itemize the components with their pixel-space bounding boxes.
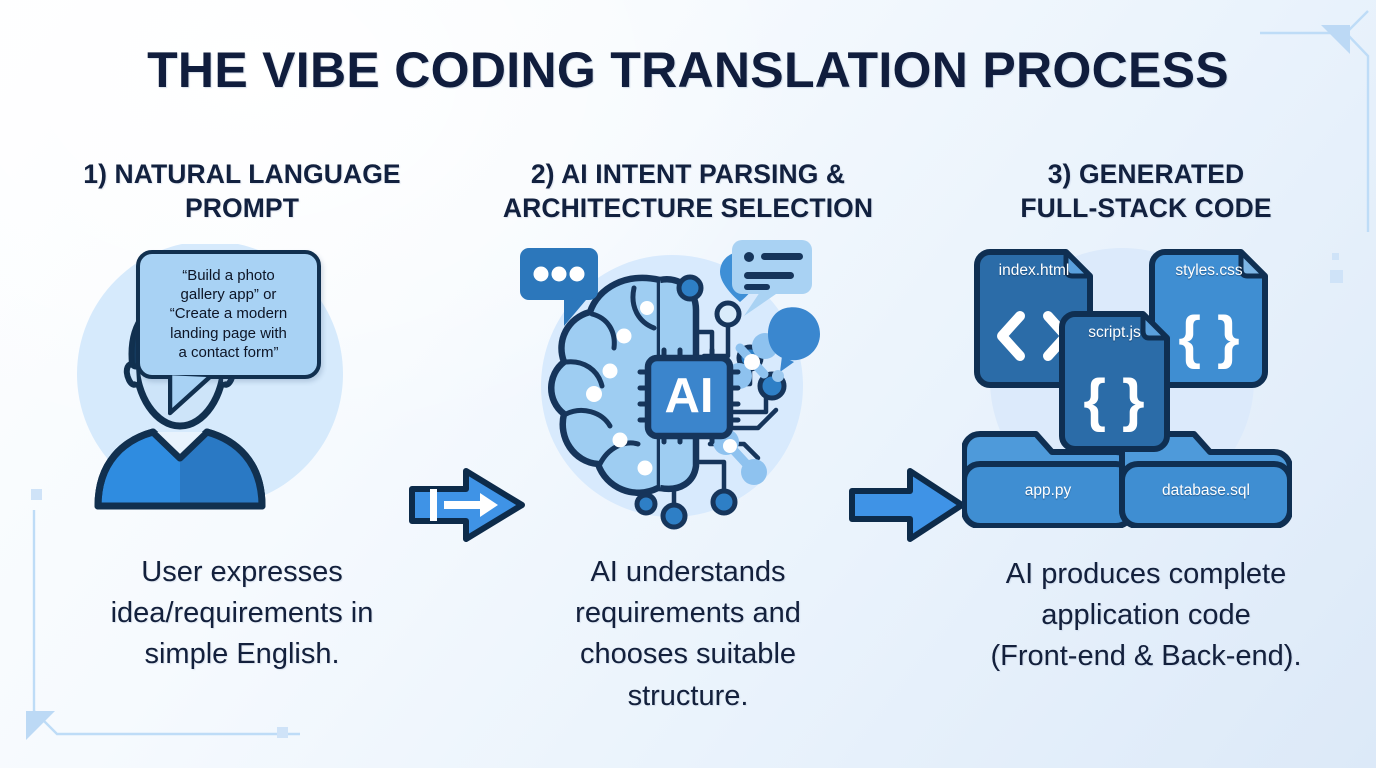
file-label-database-sql: database.sql xyxy=(1162,482,1250,499)
prompt-line-2: gallery app” or xyxy=(180,286,277,304)
page-title: THE VIBE CODING TRANSLATION PROCESS xyxy=(0,44,1376,97)
ai-chip-label: AI xyxy=(665,369,714,423)
step-2-caption-line-3: chooses suitable xyxy=(579,638,797,671)
step-3-caption-line-1: AI produces complete xyxy=(1005,558,1287,590)
arrow-step2-to-step3 xyxy=(848,465,968,550)
page-title-text: THE VIBE CODING TRANSLATION PROCESS xyxy=(147,42,1229,98)
step-2-caption-line-4: structure. xyxy=(627,679,749,712)
code-files-icon: { } { } index.html styles.css script.js xyxy=(961,238,1293,533)
step-2-heading-line-2: ARCHITECTURE SELECTION xyxy=(502,192,874,223)
step-3-heading-line-2: FULL-STACK CODE xyxy=(1020,192,1272,223)
prompt-line-3: “Create a modern xyxy=(169,305,288,323)
step-3-caption: AI produces complete application code (F… xyxy=(936,554,1356,678)
step-2-caption: AI understands requirements and chooses … xyxy=(478,552,898,717)
double-arrow-right-icon xyxy=(409,468,525,542)
prompt-speech-bubble: “Build a photo gallery app” or “Create a… xyxy=(136,250,321,416)
step-2-heading: 2) AI INTENT PARSING & ARCHITECTURE SELE… xyxy=(478,158,898,226)
corner-square-small-tr xyxy=(1332,253,1339,260)
corner-square-large-tr xyxy=(1330,270,1343,283)
step-1-illustration: “Build a photo gallery app” or “Create a… xyxy=(32,244,452,534)
step-1-heading-line-1: 1) NATURAL LANGUAGE xyxy=(83,159,401,189)
step-2-caption-line-2: requirements and xyxy=(575,597,801,630)
file-card-styles-css: { } xyxy=(1149,249,1268,388)
file-card-script-js: { } xyxy=(1059,311,1170,452)
chat-bubble-dots-icon xyxy=(520,248,598,326)
step-3-heading: 3) GENERATED FULL-STACK CODE xyxy=(936,158,1356,226)
step-1-heading-line-2: PROMPT xyxy=(185,192,299,223)
step-column-ai-intent-parsing: 2) AI INTENT PARSING & ARCHITECTURE SELE… xyxy=(478,148,898,748)
step-1-caption-line-3: simple English. xyxy=(144,638,340,671)
chat-bubble-text-icon xyxy=(732,240,812,316)
step-2-heading-line-1: 2) AI INTENT PARSING & xyxy=(530,159,846,189)
file-label-app-py: app.py xyxy=(1024,482,1072,499)
steps-container: 1) NATURAL LANGUAGE PROMPT xyxy=(0,148,1376,748)
step-2-illustration: AI xyxy=(478,240,898,534)
ai-chip: AI xyxy=(637,347,741,445)
svg-text:{ }: { } xyxy=(1178,305,1239,370)
arrow-right-icon xyxy=(849,468,965,542)
svg-text:{ }: { } xyxy=(1083,368,1144,433)
step-1-caption: User expresses idea/requirements in simp… xyxy=(32,552,452,676)
step-1-heading: 1) NATURAL LANGUAGE PROMPT xyxy=(32,158,452,226)
arrow-step1-to-step2 xyxy=(408,465,528,550)
step-1-caption-line-1: User expresses xyxy=(141,556,343,588)
corner-square-bottom-mid xyxy=(277,727,288,738)
file-label-index-html: index.html xyxy=(998,262,1070,279)
prompt-line-1: “Build a photo xyxy=(182,267,275,284)
speech-bubble-tail-icon xyxy=(168,372,216,416)
prompt-bubble-body: “Build a photo gallery app” or “Create a… xyxy=(136,250,321,416)
file-label-script-js: script.js xyxy=(1088,324,1141,341)
step-1-caption-line-2: idea/requirements in xyxy=(110,597,374,630)
step-3-caption-line-2: application code xyxy=(1041,599,1251,632)
file-card-database-sql xyxy=(1119,431,1293,529)
prompt-line-4: landing page with xyxy=(170,324,287,342)
step-2-caption-line-1: AI understands xyxy=(590,556,786,588)
step-3-illustration: { } { } index.html styles.css script.js xyxy=(936,244,1356,534)
step-column-generated-code: 3) GENERATED FULL-STACK CODE xyxy=(936,148,1356,748)
corner-square-bl xyxy=(31,489,42,500)
step-column-natural-language-prompt: 1) NATURAL LANGUAGE PROMPT xyxy=(32,148,452,748)
prompt-line-5: a contact form” xyxy=(178,343,279,361)
ai-brain-circuit-icon: AI xyxy=(514,236,844,541)
step-3-caption-line-3: (Front-end & Back-end). xyxy=(990,640,1302,673)
file-label-styles-css: styles.css xyxy=(1175,262,1243,279)
step-3-heading-line-1: 3) GENERATED xyxy=(1047,159,1245,189)
